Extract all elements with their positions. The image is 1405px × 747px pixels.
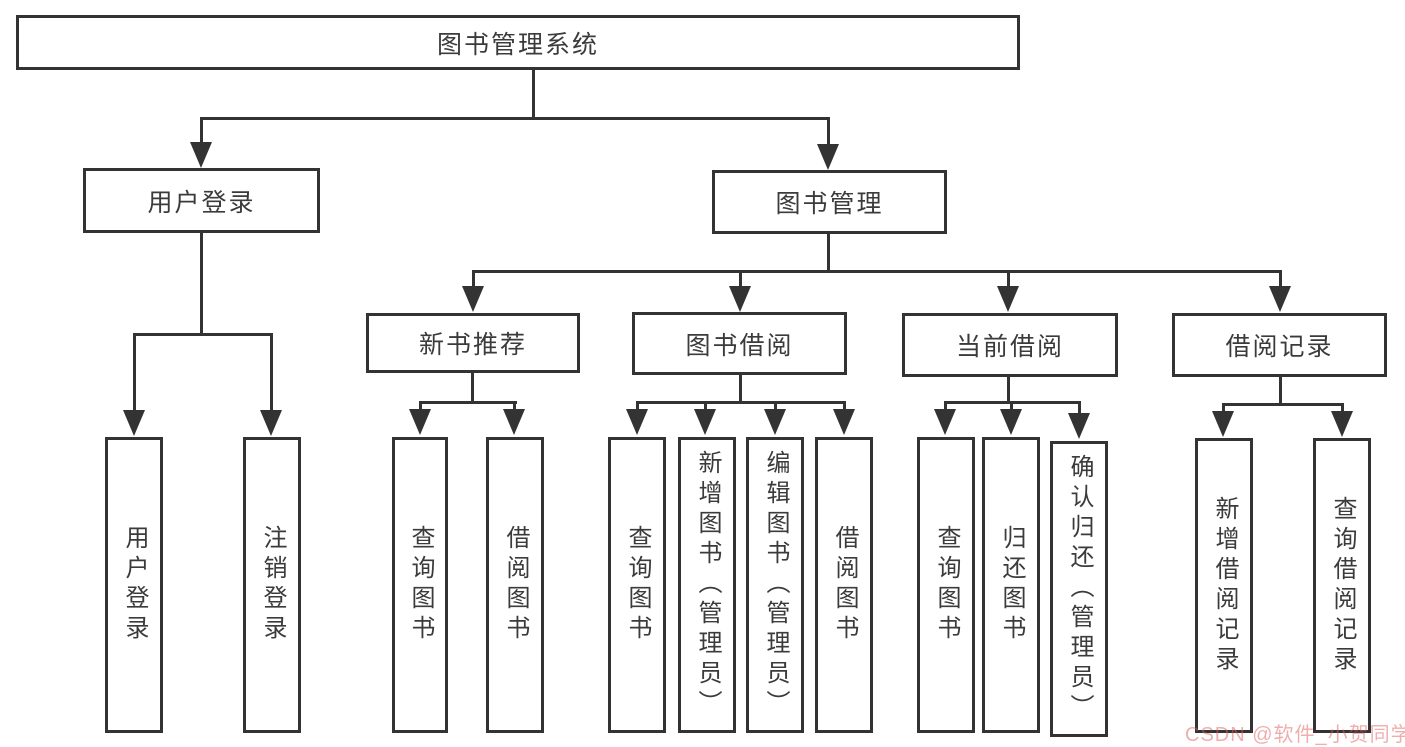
connector-stem <box>1279 375 1282 406</box>
connector-drop <box>1078 401 1081 414</box>
arrow-down-icon <box>1269 286 1291 312</box>
connector-book-mgmt-stem <box>827 234 830 273</box>
connector-drop <box>944 401 947 410</box>
connector-root-branch <box>200 117 830 120</box>
node-label: 借阅图书 <box>831 525 858 645</box>
node-leaf-confirm-return-admin: 确认归还（管理员） <box>1050 441 1108 737</box>
connector-book-mgmt-branch <box>472 270 1282 273</box>
connector-drop <box>704 401 707 410</box>
arrow-down-icon <box>817 144 839 170</box>
csdn-watermark: CSDN @软件_小贺同学 <box>1185 724 1405 746</box>
connector-drop <box>843 401 846 410</box>
node-label: 查询借阅记录 <box>1329 495 1356 676</box>
connector-drop <box>513 401 516 410</box>
connector-drop <box>636 401 639 410</box>
connector-stem <box>739 375 742 404</box>
arrow-down-icon <box>462 286 484 312</box>
node-leaf-add-borrow-record: 新增借阅记录 <box>1195 438 1253 733</box>
arrow-down-icon <box>729 286 751 312</box>
connector-drop <box>419 401 422 410</box>
connector-drop <box>1222 403 1225 412</box>
arrow-down-icon <box>694 409 716 435</box>
node-book-mgmt: 图书管理 <box>712 170 947 234</box>
connector-drop <box>1341 403 1344 412</box>
connector-drop <box>739 270 742 287</box>
connector-to-user-login <box>200 118 203 143</box>
arrow-down-icon <box>260 410 282 436</box>
connector-user-login-branch <box>133 333 273 336</box>
connector-branch <box>1222 403 1344 406</box>
arrow-down-icon <box>503 409 525 435</box>
node-leaf-user-login: 用户登录 <box>105 437 163 733</box>
node-current-borrow: 当前借阅 <box>902 313 1118 377</box>
node-label: 图书管理 <box>775 190 884 218</box>
connector-to-book-mgmt <box>827 118 830 145</box>
node-leaf-add-book-admin: 新增图书（管理员） <box>678 437 736 733</box>
node-label: 当前借阅 <box>955 333 1064 361</box>
arrow-down-icon <box>1068 413 1090 439</box>
node-label: 借阅记录 <box>1225 333 1334 361</box>
arrow-down-icon <box>1212 411 1234 437</box>
connector-user-login-stem <box>200 233 203 336</box>
node-label: 图书管理系统 <box>436 30 599 59</box>
node-leaf-logout: 注销登录 <box>243 437 301 733</box>
arrow-down-icon <box>997 286 1019 312</box>
arrow-down-icon <box>833 409 855 435</box>
connector-drop <box>1279 270 1282 287</box>
arrow-down-icon <box>409 409 431 435</box>
connector-root-stem <box>532 68 535 119</box>
node-leaf-edit-book-admin: 编辑图书（管理员） <box>746 437 804 733</box>
arrow-down-icon <box>1000 409 1022 435</box>
arrow-down-icon <box>764 409 786 435</box>
node-new-book-recommend: 新书推荐 <box>366 313 580 373</box>
connector-branch <box>419 401 517 404</box>
connector-drop <box>1007 270 1010 287</box>
node-user-login: 用户登录 <box>83 168 320 233</box>
arrow-down-icon <box>1331 411 1353 437</box>
connector-drop <box>270 333 273 410</box>
node-label: 查询图书 <box>933 525 960 645</box>
connector-stem <box>471 373 474 404</box>
node-leaf-query-borrow-record: 查询借阅记录 <box>1313 438 1371 733</box>
node-leaf-query-book-3: 查询图书 <box>917 437 975 733</box>
connector-drop <box>133 333 136 410</box>
arrow-down-icon <box>190 142 212 168</box>
node-label: 用户登录 <box>147 188 256 217</box>
node-label: 新书推荐 <box>418 331 527 359</box>
node-label: 图书借阅 <box>685 331 794 360</box>
node-label: 注销登录 <box>259 525 286 645</box>
node-leaf-query-book-2: 查询图书 <box>608 437 666 733</box>
connector-stem <box>1007 377 1010 404</box>
node-label: 用户登录 <box>121 525 148 645</box>
connector-drop <box>472 270 475 287</box>
node-label: 确认归还（管理员） <box>1066 454 1093 724</box>
connector-drop <box>774 401 777 410</box>
node-library-management-system: 图书管理系统 <box>16 15 1020 70</box>
node-label: 查询图书 <box>407 525 434 645</box>
arrow-down-icon <box>626 409 648 435</box>
node-label: 借阅图书 <box>502 525 529 645</box>
arrow-down-icon <box>123 410 145 436</box>
node-leaf-borrow-book-1: 借阅图书 <box>486 437 544 733</box>
arrow-down-icon <box>934 409 956 435</box>
connector-drop <box>1010 401 1013 410</box>
node-leaf-query-book-1: 查询图书 <box>392 437 448 733</box>
node-book-borrow: 图书借阅 <box>632 312 847 375</box>
node-label: 归还图书 <box>998 525 1025 645</box>
node-label: 编辑图书（管理员） <box>762 450 789 720</box>
node-label: 查询图书 <box>624 525 651 645</box>
node-label: 新增图书（管理员） <box>694 450 721 720</box>
node-borrow-record: 借阅记录 <box>1172 313 1387 377</box>
node-leaf-borrow-book-2: 借阅图书 <box>815 437 873 733</box>
node-label: 新增借阅记录 <box>1211 495 1238 676</box>
connector-branch <box>636 401 846 404</box>
node-leaf-return-book: 归还图书 <box>982 437 1040 733</box>
